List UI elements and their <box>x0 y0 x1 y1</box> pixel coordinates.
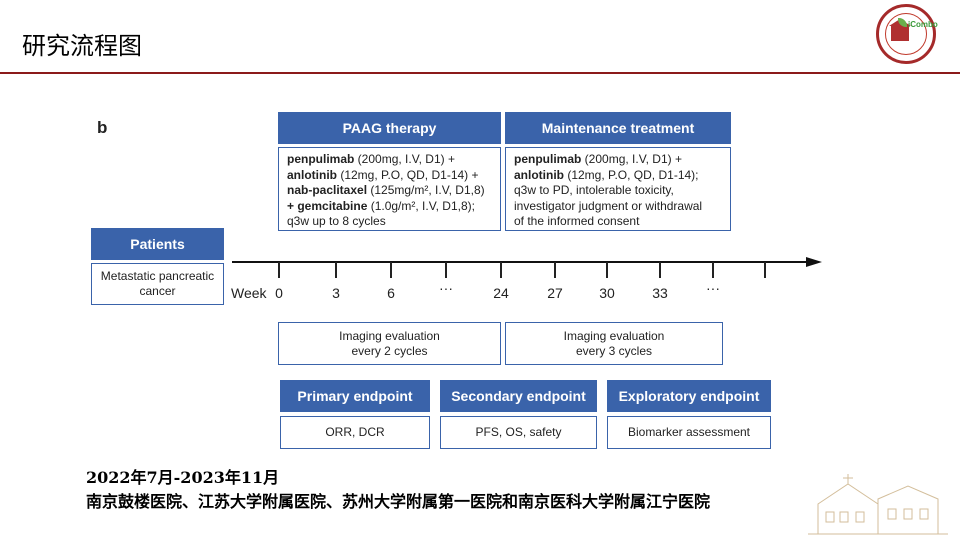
logo-building-icon <box>891 25 909 41</box>
maintenance-dose: investigator judgment or withdrawal <box>514 198 703 213</box>
paag-drug-name: penpulimab <box>287 152 355 166</box>
paag-drug-name: + gemcitabine <box>287 198 368 213</box>
panel-label: b <box>97 118 108 137</box>
paag-therapy-box: penpulimab (200mg, I.V, D1) +anlotinib (… <box>278 147 501 231</box>
timeline-tick <box>278 262 280 278</box>
timeline-tick-label: 30 <box>599 285 615 301</box>
title-divider <box>0 72 960 74</box>
timeline-tick <box>445 262 447 278</box>
primary-endpoint-header: Primary endpoint <box>280 380 430 412</box>
hospital-sketch-illustration <box>808 474 948 535</box>
maintenance-line: of the informed consent <box>514 214 722 230</box>
maintenance-line: q3w to PD, intolerable toxicity, <box>514 183 722 199</box>
maintenance-dose: (12mg, P.O, QD, D1-14); <box>564 167 699 182</box>
maintenance-line: anlotinib (12mg, P.O, QD, D1-14); <box>514 168 722 184</box>
imaging-box-1: Imaging evaluation every 2 cycles <box>278 322 501 365</box>
imaging-box-2: Imaging evaluation every 3 cycles <box>505 322 723 365</box>
paag-therapy-header: PAAG therapy <box>278 112 501 144</box>
patients-text-line1: Metastatic pancreatic <box>100 269 215 283</box>
imaging-1-line1: Imaging evaluation <box>339 328 440 343</box>
patients-text-line2: cancer <box>139 284 176 298</box>
paag-line: + gemcitabine (1.0g/m², I.V, D1,8); <box>287 199 492 215</box>
timeline-tick-label: 27 <box>547 285 563 301</box>
timeline-tick <box>500 262 502 278</box>
maintenance-line: investigator judgment or withdrawal <box>514 199 722 215</box>
paag-drug-name: nab-paclitaxel <box>287 183 368 197</box>
paag-dose: q3w up to 8 cycles <box>287 214 386 228</box>
paag-drug-name: anlotinib <box>287 167 337 182</box>
paag-dose: (200mg, I.V, D1) + <box>354 152 455 166</box>
paag-therapy-text: penpulimab (200mg, I.V, D1) +anlotinib (… <box>279 148 500 234</box>
maintenance-dose: q3w to PD, intolerable toxicity, <box>514 183 674 197</box>
timeline-tick-label: 24 <box>493 285 509 301</box>
timeline-arrow-icon <box>806 257 822 267</box>
patients-text: Metastatic pancreatic cancer <box>101 269 214 299</box>
maintenance-line: penpulimab (200mg, I.V, D1) + <box>514 152 722 168</box>
timeline-tick-label: ··· <box>439 280 453 296</box>
exploratory-endpoint-header: Exploratory endpoint <box>607 380 771 412</box>
patients-box: Metastatic pancreatic cancer <box>91 263 224 305</box>
slide-title: 研究流程图 <box>22 32 142 60</box>
timeline-tick <box>764 262 766 278</box>
timeline-tick <box>554 262 556 278</box>
study-period: 2022年7月-2023年11月 <box>86 468 280 487</box>
study-sites: 南京鼓楼医院、江苏大学附属医院、苏州大学附属第一医院和南京医科大学附属江宁医院 <box>86 492 711 511</box>
timeline-tick-label: 3 <box>332 285 340 301</box>
patients-header: Patients <box>91 228 224 260</box>
maintenance-text: penpulimab (200mg, I.V, D1) +anlotinib (… <box>506 148 730 234</box>
week-axis-label: Week <box>231 285 267 301</box>
paag-line: penpulimab (200mg, I.V, D1) + <box>287 152 492 168</box>
imaging-1-line2: every 2 cycles <box>351 343 428 358</box>
imaging-2-line2: every 3 cycles <box>575 343 652 358</box>
paag-dose: (1.0g/m², I.V, D1,8); <box>367 198 475 213</box>
maintenance-box: penpulimab (200mg, I.V, D1) +anlotinib (… <box>505 147 731 231</box>
icombo-logo-text: iCombo <box>908 20 938 29</box>
timeline-tick-label: 33 <box>652 285 668 301</box>
imaging-2-line1: Imaging evaluation <box>563 328 665 343</box>
secondary-endpoint-header: Secondary endpoint <box>440 380 597 412</box>
primary-endpoint-box: ORR, DCR <box>280 416 430 449</box>
timeline-tick <box>712 262 714 278</box>
leaf-icon <box>898 18 907 27</box>
hospital-logo <box>876 4 936 64</box>
maintenance-drug-name: anlotinib <box>514 167 564 182</box>
paag-line: anlotinib (12mg, P.O, QD, D1-14) + <box>287 168 492 184</box>
paag-dose: (125mg/m², I.V, D1,8) <box>367 183 485 197</box>
timeline-tick-label: 0 <box>275 285 283 301</box>
timeline-tick <box>606 262 608 278</box>
maintenance-header: Maintenance treatment <box>505 112 731 144</box>
paag-line: q3w up to 8 cycles <box>287 214 492 230</box>
timeline-axis <box>232 261 808 263</box>
timeline-tick <box>335 262 337 278</box>
logo-ring <box>885 13 927 55</box>
timeline-tick-label: 6 <box>387 285 395 301</box>
paag-dose: (12mg, P.O, QD, D1-14) + <box>337 167 479 182</box>
paag-line: nab-paclitaxel (125mg/m², I.V, D1,8) <box>287 183 492 199</box>
timeline-tick <box>659 262 661 278</box>
maintenance-dose: (200mg, I.V, D1) + <box>581 152 682 166</box>
timeline-tick-label: ··· <box>706 280 720 296</box>
maintenance-dose: of the informed consent <box>514 214 640 228</box>
maintenance-drug-name: penpulimab <box>514 152 582 166</box>
secondary-endpoint-box: PFS, OS, safety <box>440 416 597 449</box>
timeline-tick <box>390 262 392 278</box>
exploratory-endpoint-box: Biomarker assessment <box>607 416 771 449</box>
